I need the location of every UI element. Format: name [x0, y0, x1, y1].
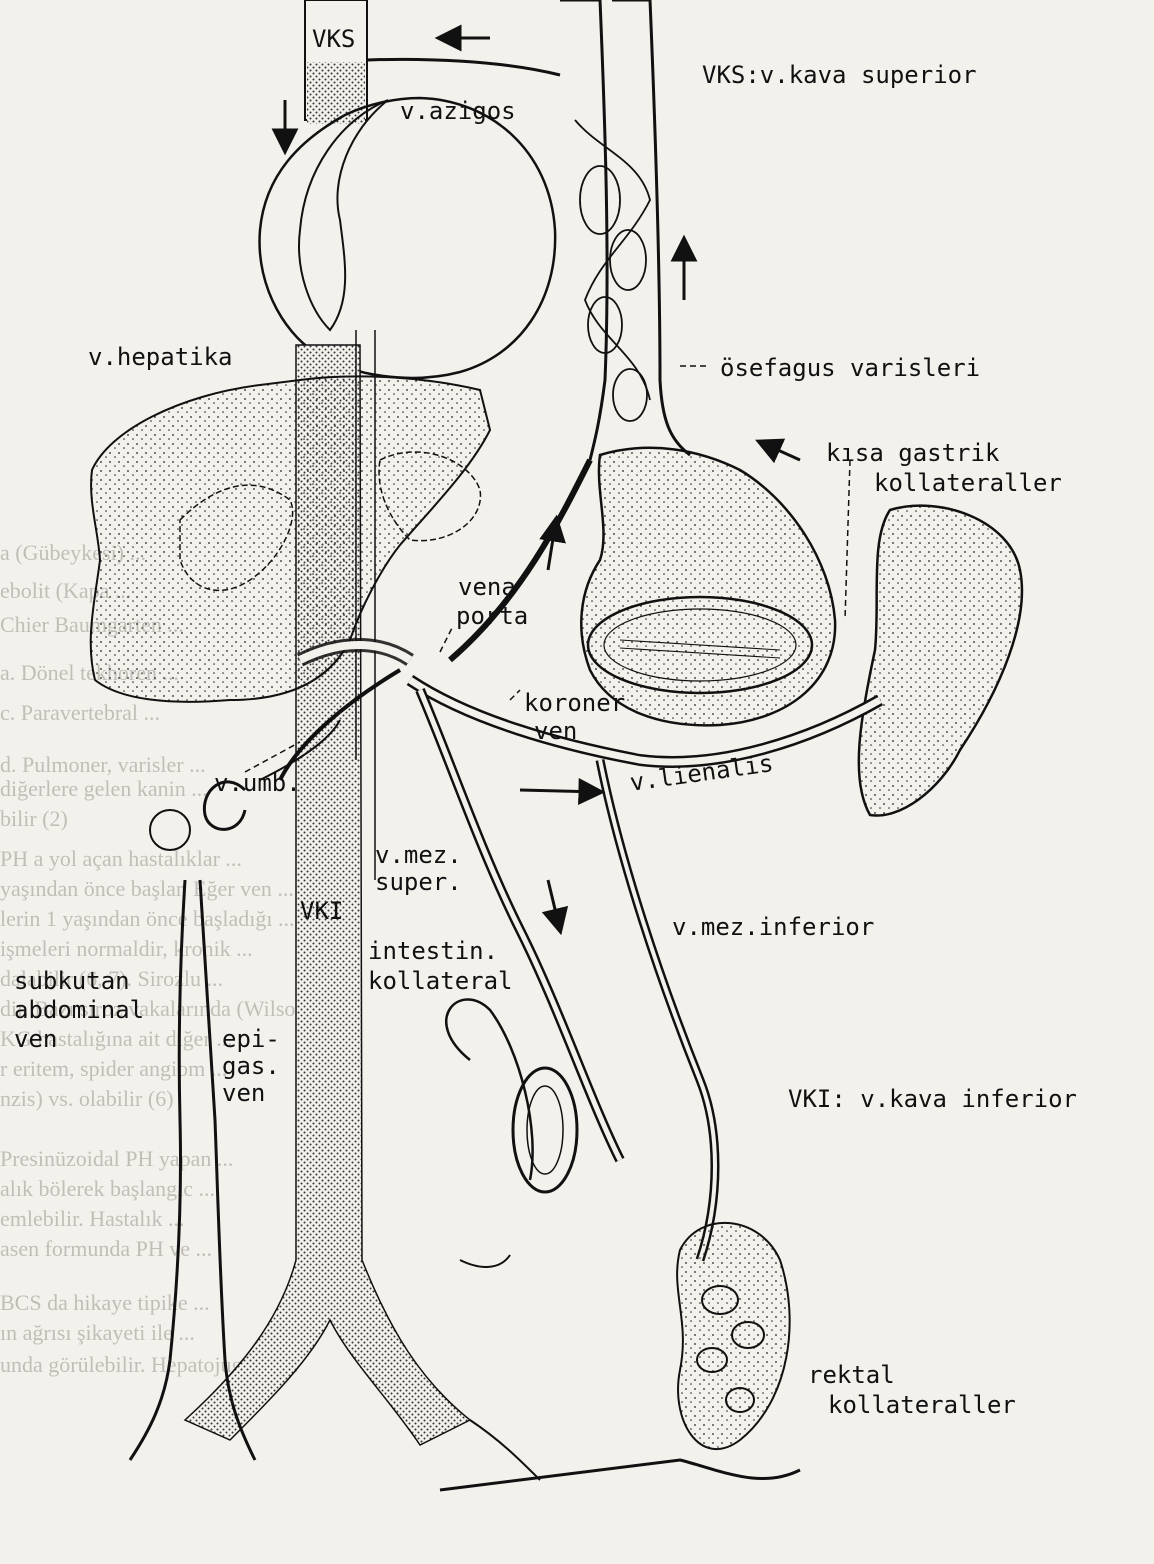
- esophagus-varices: [560, 0, 690, 460]
- label-vki: VKI: [300, 898, 343, 924]
- heart-outline: [260, 98, 556, 378]
- label-vena: vena: [458, 574, 516, 600]
- label-intestin-kollateral: kollateral: [368, 968, 513, 994]
- label-umb: v.umb.: [214, 770, 301, 796]
- legend-vki: VKI: v.kava inferior: [788, 1086, 1077, 1112]
- label-azigos: v.azigos: [400, 98, 516, 124]
- label-koroner: koroner: [524, 690, 625, 716]
- label-intestin: intestin.: [368, 938, 498, 964]
- label-abdominal: abdominal: [14, 997, 144, 1023]
- vena-cava-superior: [305, 0, 367, 124]
- label-gas: gas.: [222, 1053, 280, 1079]
- azygos-arch: [367, 59, 560, 75]
- liver-outline: [91, 376, 490, 701]
- label-rektal-kollateraller: kollateraller: [828, 1392, 1016, 1418]
- label-subkutan-ven: ven: [14, 1026, 57, 1052]
- label-osefagus-varisleri: ösefagus varisleri: [720, 355, 980, 381]
- label-epigas-ven: ven: [222, 1080, 265, 1106]
- label-hepatika: v.hepatika: [88, 344, 233, 370]
- legend-vks: VKS:v.kava superior: [702, 62, 977, 88]
- label-mez-super: v.mez.: [375, 842, 462, 868]
- label-mez-super-2: super.: [375, 869, 462, 895]
- rectal-collaterals: [440, 1223, 800, 1490]
- label-porta: porta: [456, 603, 528, 629]
- label-kollateraller-gastrik: kollateraller: [874, 470, 1062, 496]
- spleen-outline: [859, 506, 1022, 816]
- label-koroner-ven: ven: [534, 718, 577, 744]
- stomach-outline: [581, 448, 835, 726]
- label-subkutan: subkutan: [14, 968, 130, 994]
- label-rektal: rektal: [808, 1362, 895, 1388]
- label-kisa-gastrik: kısa gastrik: [826, 440, 999, 466]
- right-atrium: [299, 100, 388, 330]
- label-vks: VKS: [312, 26, 355, 52]
- label-epi: epi-: [222, 1026, 280, 1052]
- intestinal-collateral: [446, 1000, 577, 1267]
- label-mez-inferior: v.mez.inferior: [672, 914, 874, 940]
